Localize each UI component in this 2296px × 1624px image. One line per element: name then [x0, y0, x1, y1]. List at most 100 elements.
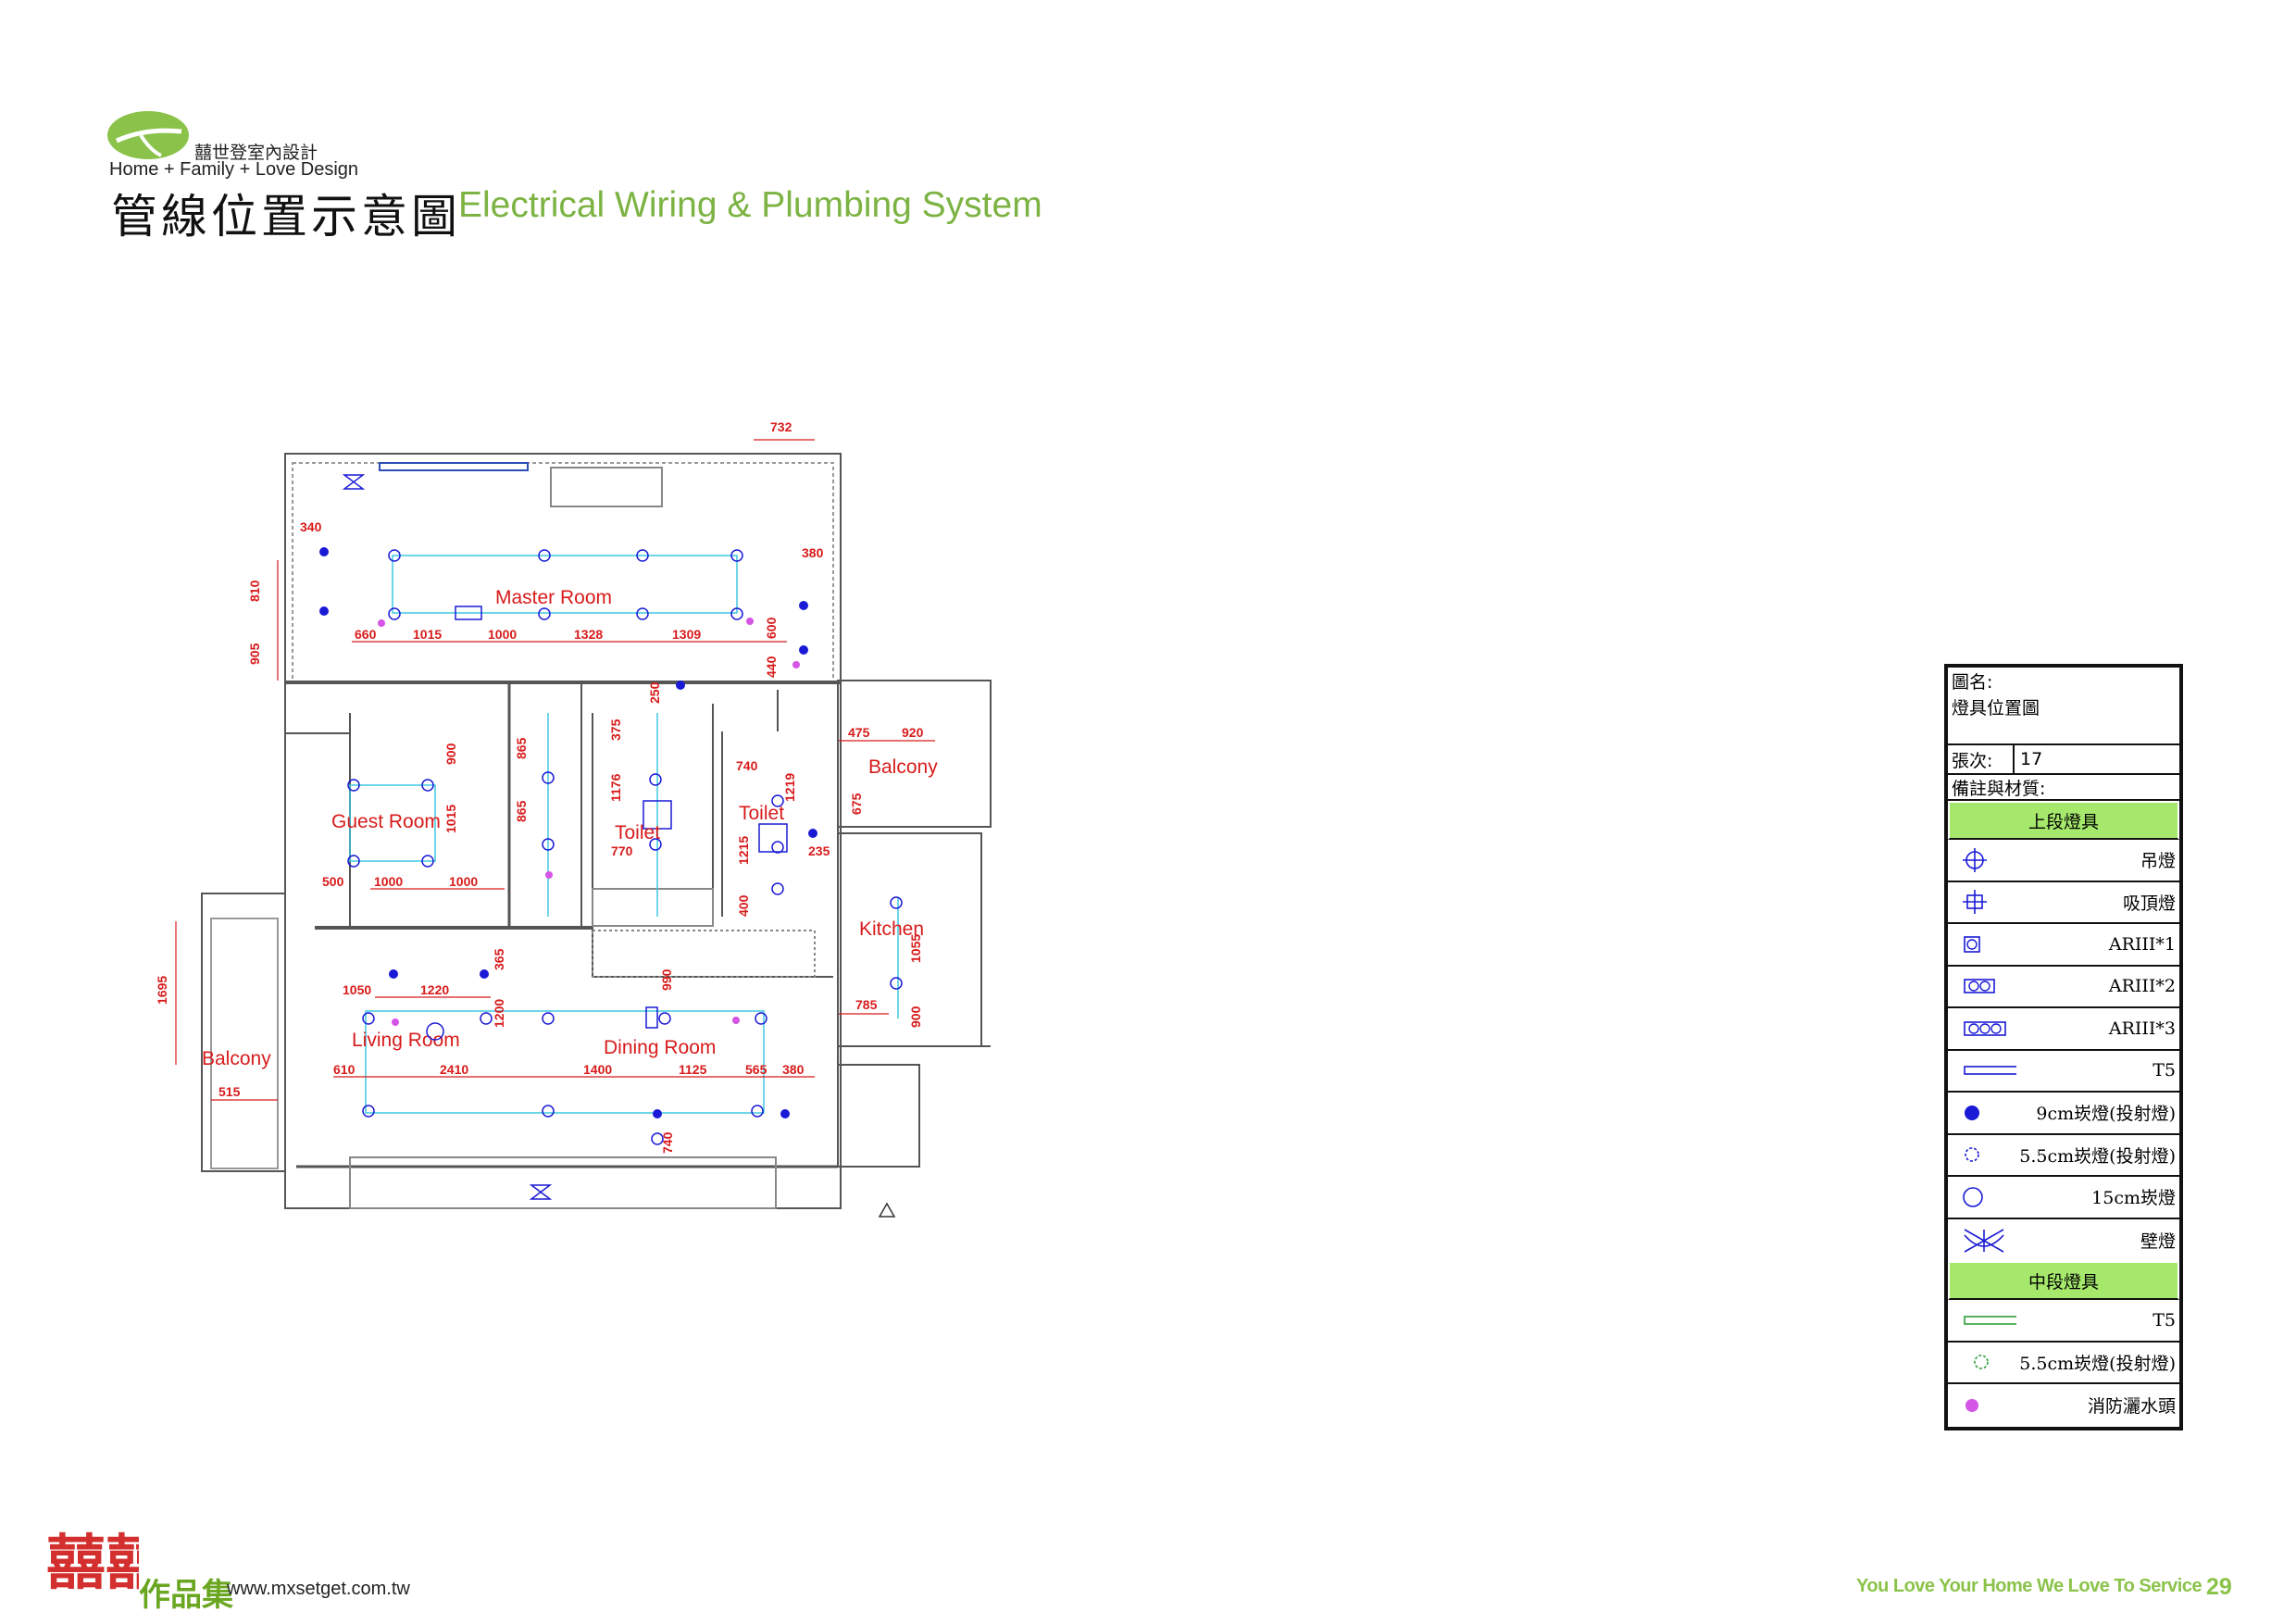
dim-900b: 900 [908, 1006, 923, 1028]
upper-fixtures-header: 上段燈具 [1948, 801, 2179, 840]
legend-item-label: 吸頂燈 [2122, 893, 2176, 914]
wall-lamp-icon [529, 1184, 553, 1200]
9cm-downlight-icon [1961, 1099, 2016, 1127]
room-label-guest: Guest Room [331, 811, 441, 832]
brand-name-chinese: 囍世登室內設計 [194, 143, 318, 163]
legend-item-label: T5 [2152, 1309, 2176, 1330]
dim-375: 375 [608, 718, 623, 741]
dim-740a: 740 [736, 758, 758, 773]
legend-item: 5.5cm崁燈(投射燈) [1948, 1135, 2179, 1177]
dim-1125: 1125 [679, 1062, 707, 1077]
dim-500: 500 [322, 874, 344, 889]
t5-tube-icon [1961, 1056, 2016, 1084]
legend-item-label: ARIII*3 [2108, 1018, 2176, 1039]
dim-865a: 865 [514, 737, 529, 759]
dim-1000a: 1000 [488, 627, 517, 642]
legend-item: 9cm崁燈(投射燈) [1948, 1093, 2179, 1135]
legend-item: ARIII*2 [1948, 967, 2179, 1008]
dim-770: 770 [611, 843, 633, 858]
dim-920: 920 [902, 725, 924, 740]
dim-1000c: 1000 [449, 874, 478, 889]
dim-990: 990 [659, 968, 674, 991]
drawing-name: 燈具位置圖 [1952, 698, 2040, 718]
legend-sheet-row: 張次: 17 [1948, 745, 2179, 775]
portfolio-logo-text: 作品集 [139, 1577, 233, 1614]
dim-740b: 740 [660, 1131, 675, 1154]
dim-900a: 900 [443, 743, 458, 765]
dim-1215: 1215 [736, 836, 751, 865]
t5-tube-green-icon [1961, 1306, 2016, 1334]
dim-515: 515 [218, 1084, 241, 1099]
legend-item-label: 壁燈 [2140, 1230, 2176, 1252]
room-label-master: Master Room [495, 587, 612, 608]
dim-1328: 1328 [574, 627, 603, 642]
legend-title-cell: 圖名: 燈具位置圖 [1948, 668, 2179, 745]
dim-810: 810 [247, 580, 262, 602]
15cm-downlight-icon [1961, 1183, 2016, 1211]
wall-lamp-icon [342, 474, 366, 490]
5cm-downlight-icon [1961, 1141, 2016, 1168]
legend-item: T5 [1948, 1300, 2179, 1343]
pendant-light-icon [1961, 846, 2016, 874]
legend-item-label: 15cm崁燈 [2091, 1188, 2176, 1209]
legend-item-label: ARIII*2 [2108, 976, 2176, 997]
dim-610: 610 [333, 1062, 356, 1077]
dim-1055: 1055 [908, 934, 923, 963]
dim-340: 340 [300, 519, 322, 534]
dim-865b: 865 [514, 800, 529, 822]
dim-380b: 380 [782, 1062, 805, 1077]
double-happiness-logo: 囍囍 [46, 1529, 139, 1598]
svg-text:囍囍: 囍囍 [46, 1529, 139, 1598]
room-label-balcony-left: Balcony [202, 1048, 271, 1069]
dim-1400: 1400 [583, 1062, 612, 1077]
legend-item: ARIII*3 [1948, 1008, 2179, 1051]
dim-1000b: 1000 [374, 874, 403, 889]
legend-item-label: 9cm崁燈(投射燈) [2036, 1104, 2176, 1125]
pendant-light-icon [426, 1022, 444, 1041]
ar111-double-icon [1961, 972, 2016, 1000]
dim-732: 732 [770, 419, 792, 434]
legend-item: 吊燈 [1948, 840, 2179, 882]
dim-565: 565 [745, 1062, 767, 1077]
legend-item-label: ARIII*1 [2108, 933, 2176, 955]
page-title-chinese: 管線位置示意圖 [111, 190, 461, 244]
dim-1220: 1220 [420, 982, 449, 997]
website-link[interactable]: www.mxsetget.com.tw [227, 1579, 410, 1599]
wall-lamp-icon [1961, 1226, 2016, 1254]
north-marker-icon [878, 1202, 896, 1218]
floor-plan: Master Room Guest Room Toilet Toilet Bal… [155, 419, 992, 1218]
legend-item: T5 [1948, 1051, 2179, 1093]
legend-item: 消防灑水頭 [1948, 1384, 2179, 1427]
legend-item-label: T5 [2152, 1060, 2176, 1081]
room-label-kitchen: Kitchen [859, 918, 924, 940]
5cm-downlight-green-icon [1961, 1348, 2016, 1376]
middle-fixtures-header: 中段燈具 [1948, 1261, 2179, 1300]
footer-slogan: You Love Your Home We Love To Service [1856, 1576, 2202, 1596]
dim-660: 660 [355, 627, 377, 642]
legend-item-label: 5.5cm崁燈(投射燈) [2019, 1145, 2176, 1167]
page-number: 29 [2206, 1574, 2232, 1600]
dim-600: 600 [764, 617, 779, 639]
drawing-name-label: 圖名: [1952, 672, 1993, 693]
dim-440: 440 [764, 656, 779, 678]
page-title-english: Electrical Wiring & Plumbing System [458, 185, 1042, 225]
dim-380a: 380 [802, 545, 824, 560]
legend-item-label: 消防灑水頭 [2087, 1396, 2176, 1418]
dim-1695: 1695 [155, 976, 169, 1005]
dim-475: 475 [848, 725, 870, 740]
room-label-dining: Dining Room [604, 1037, 716, 1058]
legend-item-label: 5.5cm崁燈(投射燈) [2019, 1353, 2176, 1374]
legend-item: 5.5cm崁燈(投射燈) [1948, 1343, 2179, 1384]
room-label-balcony-right: Balcony [868, 756, 938, 778]
room-label-toilet-2: Toilet [739, 803, 784, 824]
sheet-number: 17 [2020, 749, 2043, 769]
room-label-living: Living Room [352, 1030, 460, 1051]
dim-905: 905 [247, 643, 262, 665]
notes-label: 備註與材質: [1948, 775, 2179, 801]
dim-400: 400 [736, 894, 751, 917]
legend-table: 圖名: 燈具位置圖 張次: 17 備註與材質: 上段燈具 吊燈吸頂燈 ARIII*… [1944, 664, 2183, 1430]
ar111-single-icon [1961, 931, 2016, 958]
dim-675: 675 [849, 793, 864, 815]
dim-1015a: 1015 [413, 627, 442, 642]
dim-1015b: 1015 [443, 805, 458, 833]
